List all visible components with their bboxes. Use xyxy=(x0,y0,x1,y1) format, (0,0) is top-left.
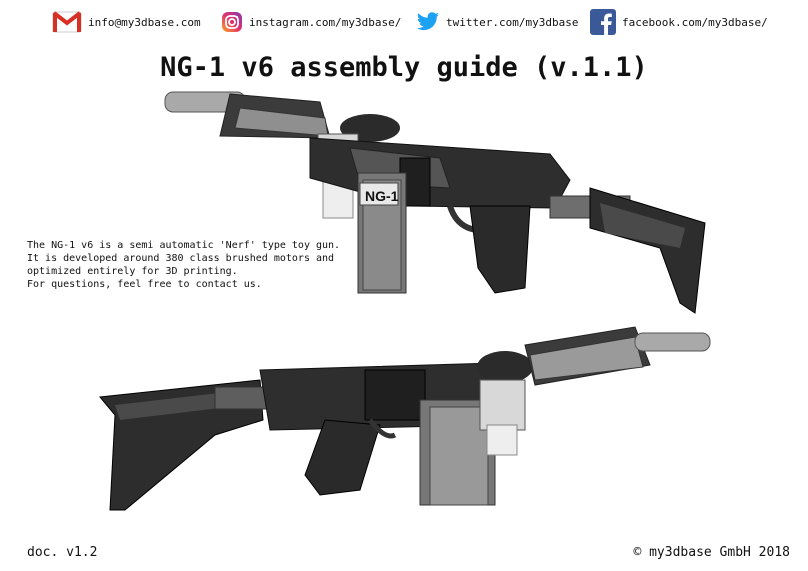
gun-render-bottom xyxy=(99,326,711,511)
description-text: The NG-1 v6 is a semi automatic 'Nerf' t… xyxy=(27,240,341,290)
facebook-icon xyxy=(590,9,616,35)
doc-version: doc. v1.2 xyxy=(27,545,98,560)
instagram-icon xyxy=(222,12,242,32)
copyright: © my3dbase GmbH 2018 xyxy=(633,545,790,560)
email-text[interactable]: info@my3dbase.com xyxy=(88,15,201,29)
gmail-icon xyxy=(52,11,82,33)
magazine-label: NG-1 xyxy=(365,188,399,204)
twitter-contact[interactable]: twitter.com/my3dbase xyxy=(416,8,578,36)
twitter-bird-icon xyxy=(417,12,439,31)
facebook-contact[interactable]: facebook.com/my3dbase/ xyxy=(590,8,768,36)
instagram-contact[interactable]: instagram.com/my3dbase/ xyxy=(221,8,401,36)
twitter-text[interactable]: twitter.com/my3dbase xyxy=(446,15,579,29)
gun-render-top: NG-1 xyxy=(164,91,706,314)
facebook-text[interactable]: facebook.com/my3dbase/ xyxy=(622,15,768,29)
email-contact[interactable]: info@my3dbase.com xyxy=(52,8,201,36)
instagram-text[interactable]: instagram.com/my3dbase/ xyxy=(249,15,402,29)
page-title: NG-1 v6 assembly guide (v.1.1) xyxy=(160,52,648,83)
